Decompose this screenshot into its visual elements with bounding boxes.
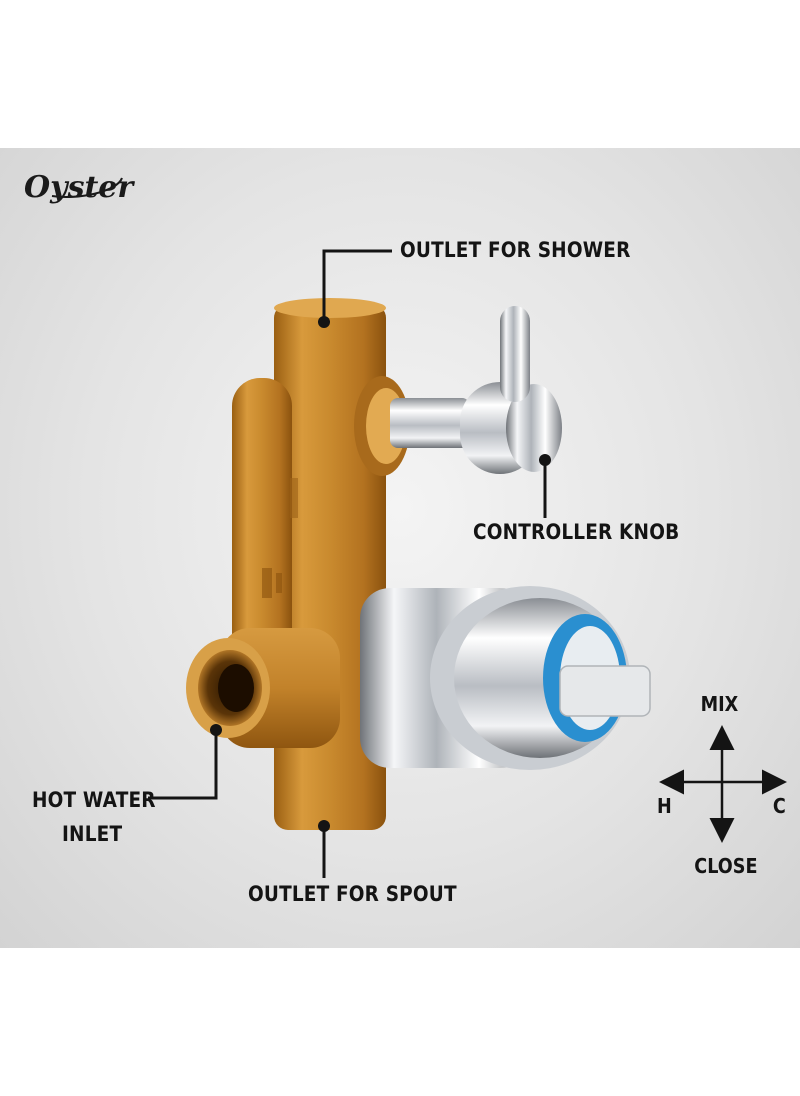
brand-logo: Oyster [24, 170, 133, 205]
callout-leader-lines [148, 249, 547, 878]
label-controller-knob: CONTROLLER KNOB [473, 520, 680, 544]
direction-label-mix: MIX [700, 692, 739, 716]
mixer-cartridge [360, 586, 651, 770]
hot-water-inlet-port [186, 628, 340, 748]
label-outlet-for-shower: OUTLET FOR SHOWER [400, 238, 631, 262]
product-diagram-panel: Oyster [0, 148, 800, 948]
label-hot-water-inlet-line2: INLET [62, 822, 123, 846]
diverter-valve-illustration [148, 249, 787, 878]
direction-label-cold: C [772, 794, 786, 818]
label-outlet-for-spout: OUTLET FOR SPOUT [248, 882, 457, 906]
logo-swoosh-icon [51, 177, 123, 198]
direction-label-close: CLOSE [694, 854, 758, 878]
label-hot-water-inlet-line1: HOT WATER [32, 788, 156, 812]
brand-logo-text: Oyster [24, 170, 134, 205]
direction-compass [659, 725, 787, 843]
callout-dots [210, 316, 551, 832]
controller-knob-assembly [354, 306, 562, 476]
direction-label-hot: H [657, 794, 672, 818]
